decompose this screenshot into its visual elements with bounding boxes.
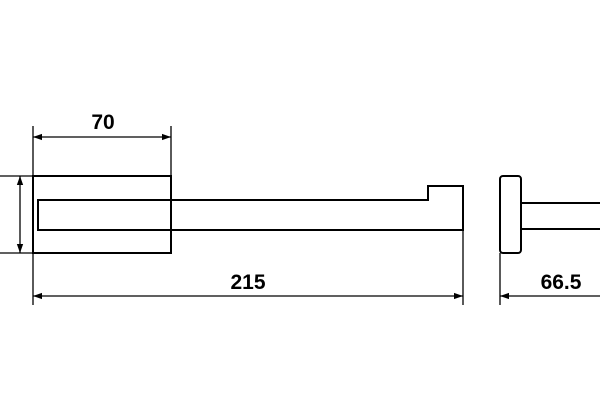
- dim-label-66-5: 66.5: [541, 271, 582, 294]
- dim-label-70: 70: [91, 111, 114, 134]
- base-plate: [32, 175, 172, 254]
- side-plate: [499, 175, 522, 254]
- front-view: [32, 175, 464, 254]
- holder-arm: [37, 185, 464, 231]
- side-view: [499, 175, 600, 254]
- dimension-lines: [16, 133, 600, 300]
- dim-label-215: 215: [230, 271, 265, 294]
